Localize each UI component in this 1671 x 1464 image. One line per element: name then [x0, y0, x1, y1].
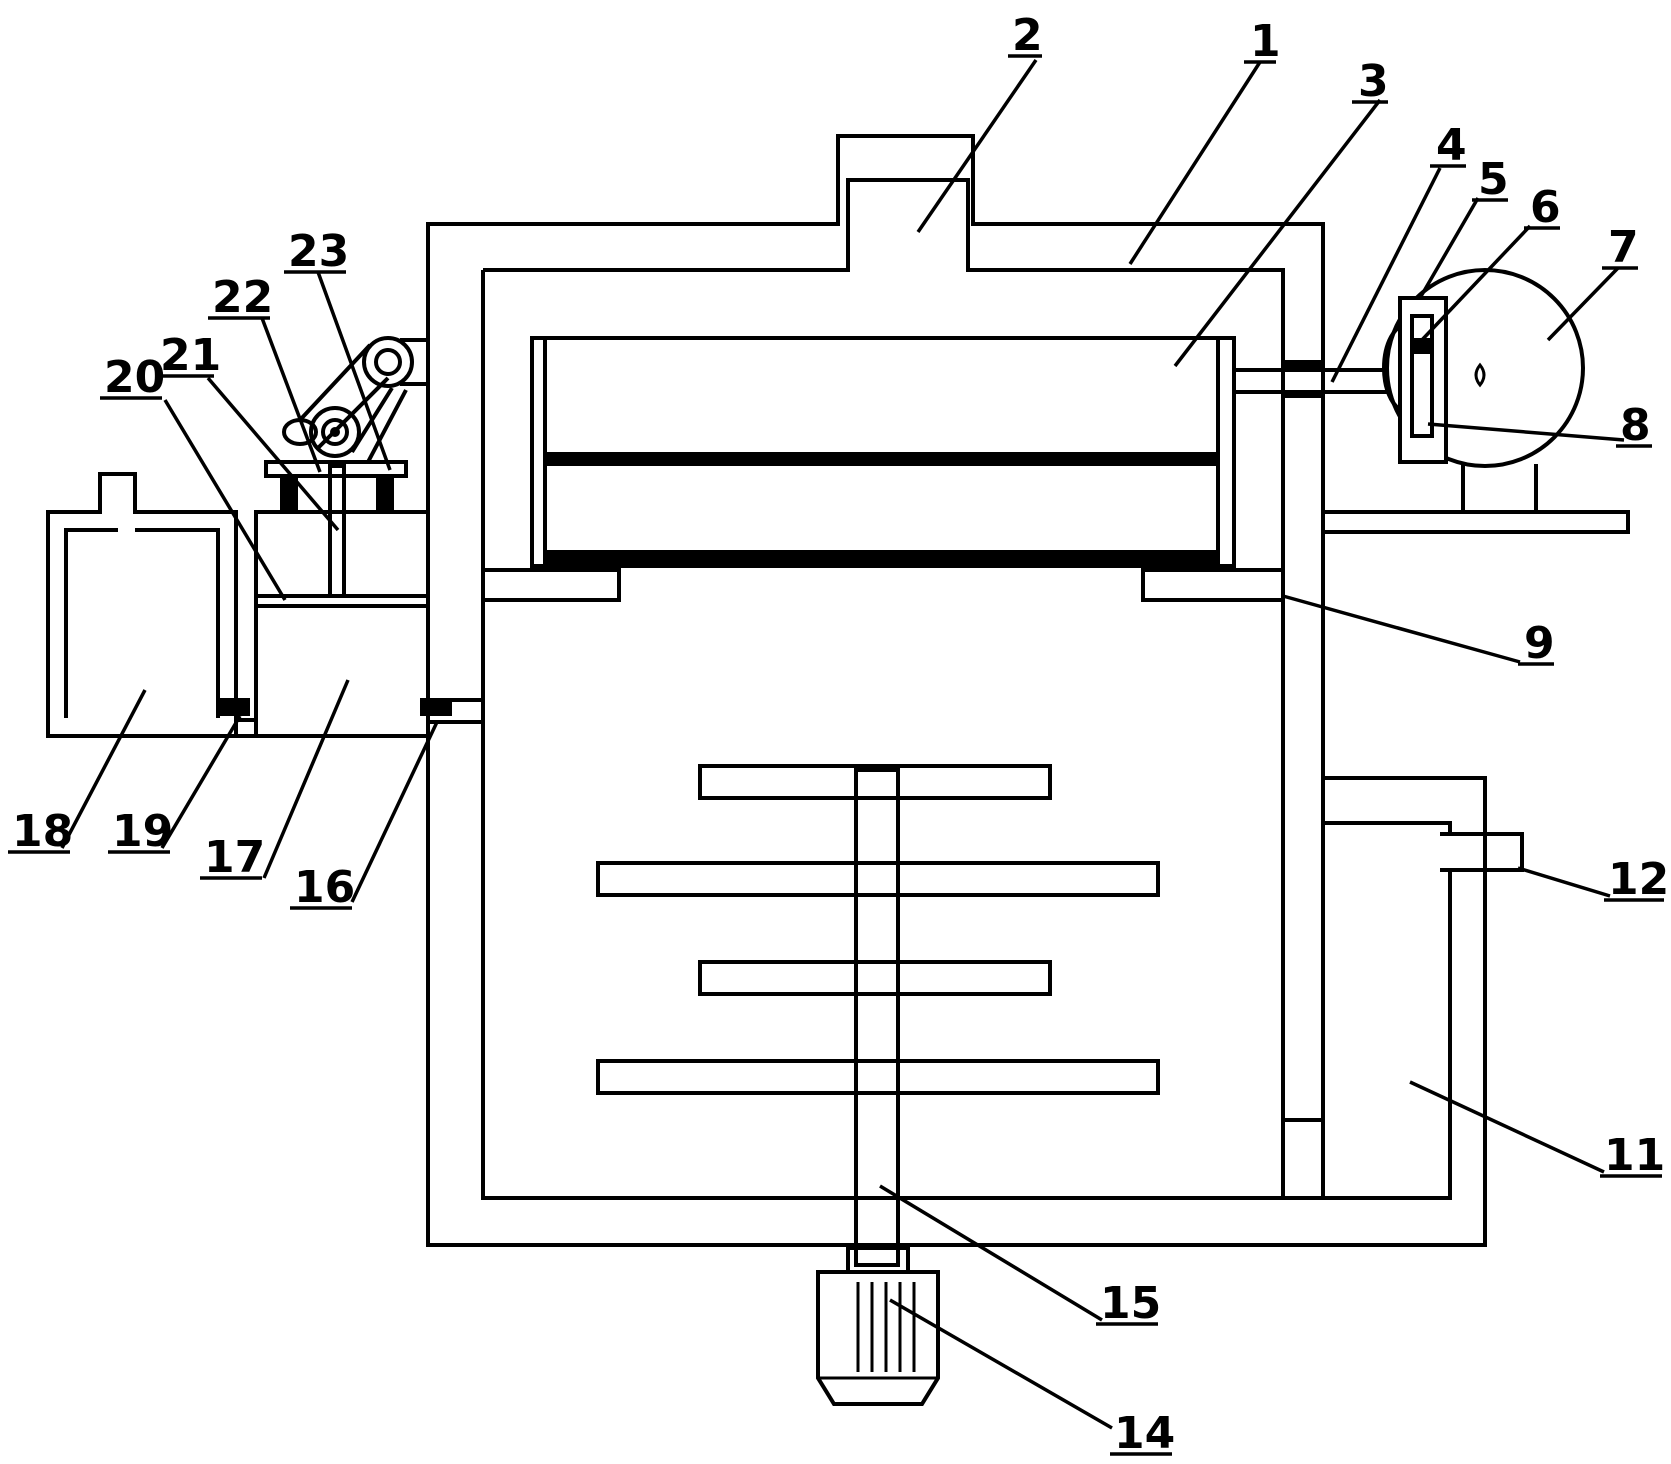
label-7: 7: [1608, 222, 1639, 273]
label-21: 21: [160, 330, 221, 381]
main-housing: [426, 134, 1487, 1247]
label-9: 9: [1524, 618, 1555, 669]
label-11: 11: [1604, 1130, 1665, 1181]
label-4: 4: [1436, 120, 1467, 171]
label-5: 5: [1478, 154, 1509, 205]
label-1: 1: [1250, 16, 1281, 67]
label-18: 18: [12, 806, 73, 857]
drum-supports: [481, 568, 1285, 602]
side-motor: [1321, 268, 1630, 534]
label-19: 19: [112, 806, 173, 857]
label-12: 12: [1608, 854, 1669, 905]
leader-lines: [60, 59, 1625, 1430]
label-15: 15: [1100, 1278, 1161, 1329]
label-3: 3: [1358, 56, 1389, 107]
label-20: 20: [104, 352, 165, 403]
label-23: 23: [288, 226, 349, 277]
label-16: 16: [294, 862, 355, 913]
label-8: 8: [1620, 400, 1651, 451]
label-17: 17: [204, 832, 265, 883]
label-2: 2: [1012, 10, 1043, 61]
label-6: 6: [1530, 182, 1561, 233]
callout-labels: 2 1 3 4 5 6 7 8 9 12 11 15 14 16 17 19 1…: [8, 10, 1669, 1459]
left-assembly: [46, 336, 485, 738]
bottom-motor: [816, 1246, 940, 1406]
stirrer: [596, 764, 1160, 1267]
drum: [530, 336, 1236, 568]
label-14: 14: [1114, 1408, 1175, 1459]
outlet-pipe: [1440, 832, 1524, 872]
right-guide-bar: [1281, 360, 1325, 1200]
label-22: 22: [212, 272, 273, 323]
